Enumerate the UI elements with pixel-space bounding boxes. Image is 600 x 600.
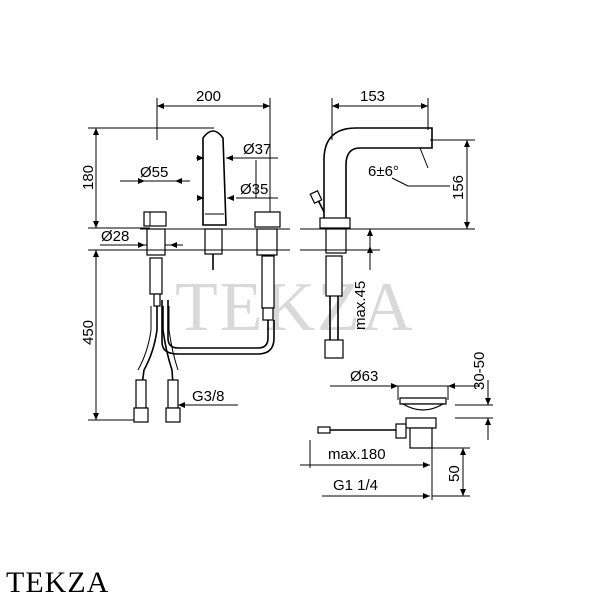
dim-max180: max.180 — [328, 446, 386, 463]
front-view: 200 180 450 Ø55 Ø37 Ø35 Ø28 — [80, 88, 290, 423]
dim-g38: G3/8 — [192, 388, 225, 405]
spout-profile — [323, 127, 433, 220]
dim-d37: Ø37 — [243, 141, 271, 158]
dim-200: 200 — [196, 88, 221, 105]
right-valve-body — [261, 255, 275, 309]
fitting-right — [167, 379, 179, 409]
dim-156: 156 — [450, 175, 467, 200]
dim-50: 50 — [446, 465, 463, 482]
spout-body — [202, 130, 227, 226]
left-shank — [146, 228, 166, 256]
supply-hose-right — [162, 306, 175, 401]
dim-d35: Ø35 — [240, 181, 268, 198]
waste-view: Ø63 30-50 max.180 50 G1 1/4 — [300, 352, 493, 500]
side-view: 153 156 6±6° max.45 — [300, 88, 475, 359]
supply-hose-left — [139, 306, 158, 401]
waste-body — [409, 427, 433, 449]
dim-g114: G1 1/4 — [333, 477, 378, 494]
crossover-hose — [167, 300, 269, 349]
dim-30-50: 30-50 — [471, 352, 488, 390]
left-valve-body — [149, 257, 163, 295]
right-control — [254, 211, 281, 228]
dim-d55: Ø55 — [140, 164, 168, 181]
dim-angle: 6±6° — [368, 163, 399, 180]
fitting-left — [135, 379, 147, 409]
dim-d28: Ø28 — [101, 228, 129, 245]
dim-180: 180 — [80, 165, 97, 190]
dim-d63: Ø63 — [350, 368, 378, 385]
left-control — [143, 211, 167, 227]
dim-max45: max.45 — [352, 281, 369, 330]
dim-450: 450 — [80, 320, 97, 345]
dim-153: 153 — [360, 88, 385, 105]
watermark-text: TEKZA — [175, 269, 414, 346]
brand-logo-text: TEKZA — [6, 566, 110, 599]
right-shank — [256, 228, 278, 256]
